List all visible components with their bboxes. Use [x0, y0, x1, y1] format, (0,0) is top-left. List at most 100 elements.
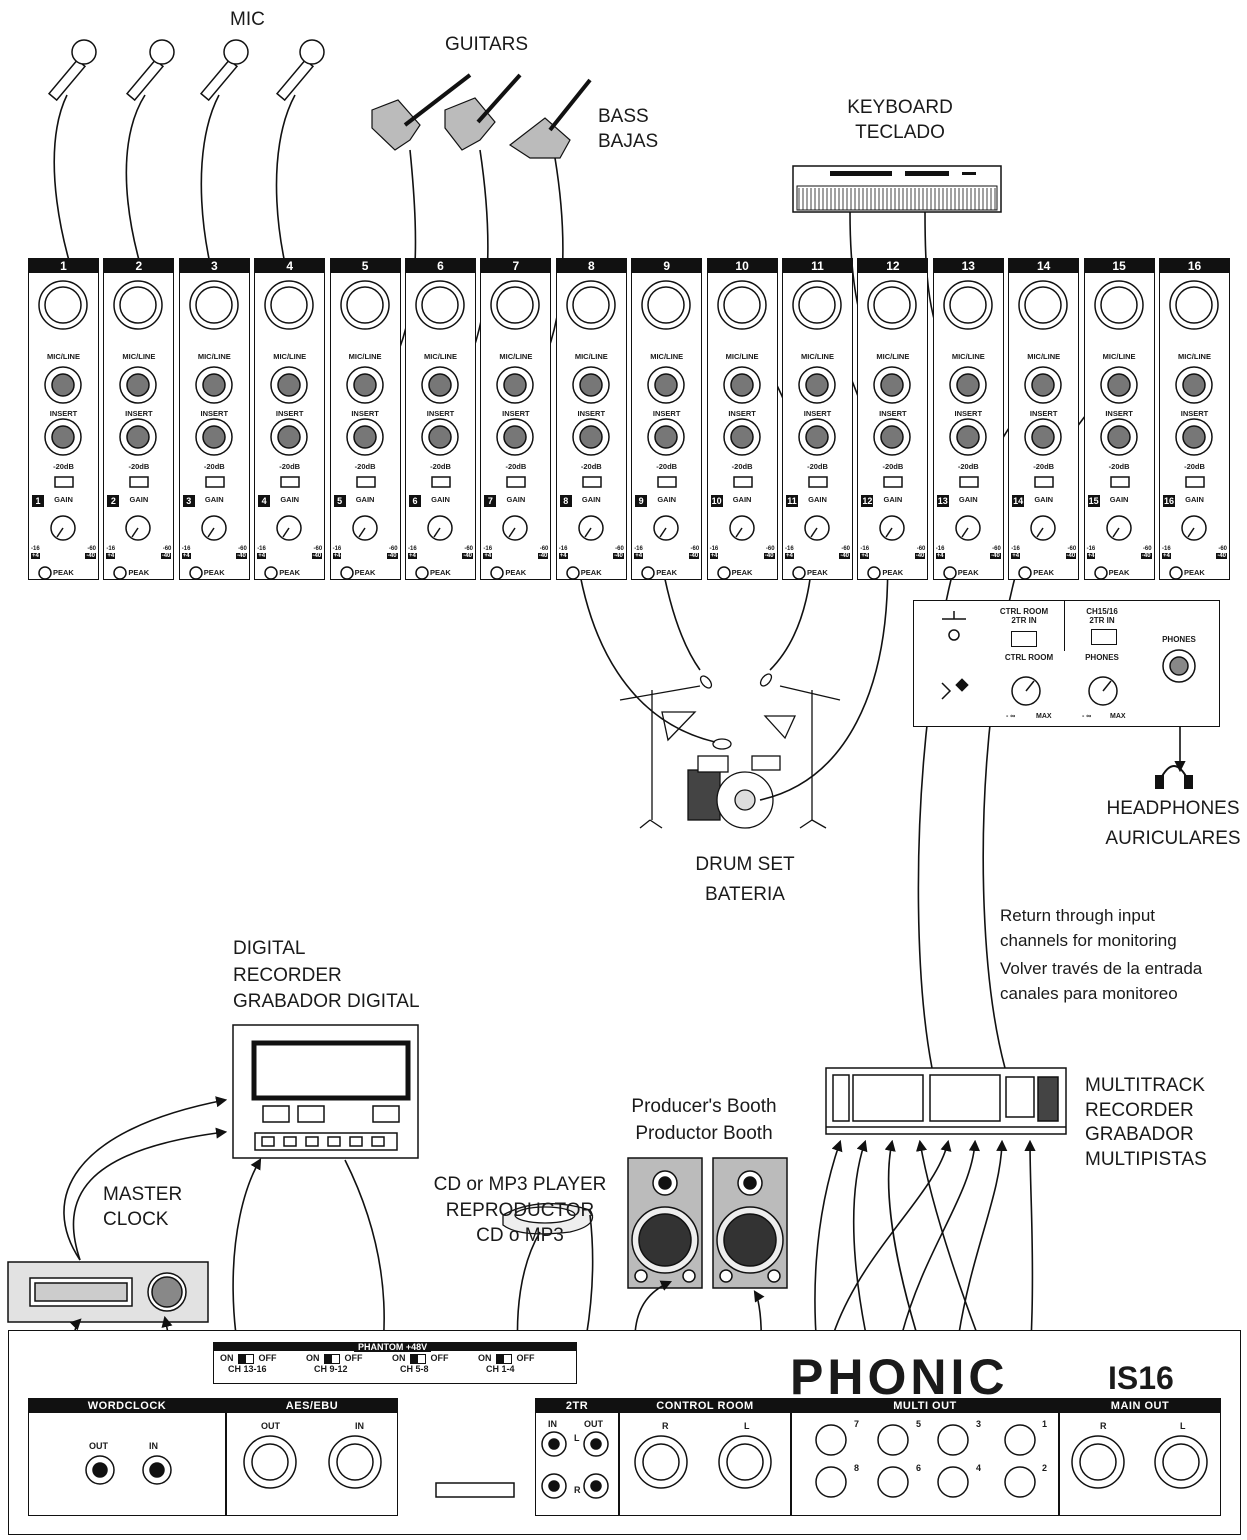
scale-right-label: -60 — [540, 546, 549, 552]
two-tr-l-label: L — [574, 1433, 580, 1443]
channel-strip-art — [632, 273, 700, 583]
scale-right-box: -40 — [161, 553, 172, 559]
pad-label: -20dB — [104, 462, 173, 471]
channel-strip: 5 MIC/LINE INSERT -20dB GAIN 5 -16 +4 -6… — [330, 258, 401, 580]
phantom-switch[interactable] — [324, 1354, 340, 1364]
control-room-r-label: R — [662, 1421, 669, 1431]
channel-strip-art — [180, 273, 248, 583]
scale-left-label: -16 — [483, 546, 492, 552]
peak-label: PEAK — [732, 568, 753, 577]
mic-line-label: MIC/LINE — [255, 352, 324, 361]
scale-right-box: -40 — [85, 553, 96, 559]
drum-set-label: DRUM SETBATERIA — [670, 850, 820, 911]
peak-label: PEAK — [1109, 568, 1130, 577]
channel-strip-art — [331, 273, 399, 583]
channel-strip: 12 MIC/LINE INSERT -20dB GAIN 12 -16 +4 … — [857, 258, 928, 580]
channel-number-badge: 15 — [1088, 495, 1100, 507]
phantom-switch[interactable] — [496, 1354, 512, 1364]
peak-label: PEAK — [656, 568, 677, 577]
scale-right-box: -40 — [689, 553, 700, 559]
insert-label: INSERT — [255, 409, 324, 418]
channel-strip-art — [1009, 273, 1077, 583]
insert-label: INSERT — [1160, 409, 1229, 418]
channel-strip-art — [29, 273, 97, 583]
channel-number: 6 — [406, 259, 475, 273]
wordclock-in-label: IN — [149, 1441, 158, 1451]
pad-label: -20dB — [1009, 462, 1078, 471]
channel-number-badge: 16 — [1163, 495, 1175, 507]
channel-strip: 13 MIC/LINE INSERT -20dB GAIN 13 -16 +4 … — [933, 258, 1004, 580]
scale-left-box: +4 — [257, 553, 266, 559]
keyboard-icon — [793, 166, 1001, 212]
phantom-switch[interactable] — [238, 1354, 254, 1364]
multi-out-number: 1 — [1042, 1419, 1047, 1429]
multitrack-recorder-icon — [826, 1068, 1066, 1134]
aes-in-label: IN — [355, 1421, 364, 1431]
channel-strip-art — [858, 273, 926, 583]
insert-label: INSERT — [481, 409, 550, 418]
channel-strip-art — [104, 273, 172, 583]
phantom-switch[interactable] — [410, 1354, 426, 1364]
main-out-section: MAIN OUT R L — [1059, 1398, 1221, 1516]
scale-right-label: -60 — [1143, 546, 1152, 552]
peak-label: PEAK — [53, 568, 74, 577]
insert-label: INSERT — [858, 409, 927, 418]
scale-right-label: -60 — [766, 546, 775, 552]
insert-label: INSERT — [180, 409, 249, 418]
main-out-header: MAIN OUT — [1060, 1399, 1220, 1413]
mic-line-label: MIC/LINE — [1009, 352, 1078, 361]
wordclock-out-label: OUT — [89, 1441, 108, 1451]
cable-line — [64, 1100, 225, 1260]
scale-left-label: -16 — [860, 546, 869, 552]
scale-right-label: -60 — [691, 546, 700, 552]
scale-left-label: -16 — [785, 546, 794, 552]
channel-strip: 6 MIC/LINE INSERT -20dB GAIN 6 -16 +4 -6… — [405, 258, 476, 580]
pad-label: -20dB — [783, 462, 852, 471]
channel-number-badge: 9 — [635, 495, 647, 507]
insert-label: INSERT — [557, 409, 626, 418]
pad-label: -20dB — [708, 462, 777, 471]
multi-out-number: 4 — [976, 1463, 981, 1473]
channel-number-badge: 5 — [334, 495, 346, 507]
scale-right-box: -40 — [312, 553, 323, 559]
mic-line-label: MIC/LINE — [406, 352, 475, 361]
microphone-icon-3 — [201, 40, 248, 100]
channel-strip: 2 MIC/LINE INSERT -20dB GAIN 2 -16 +4 -6… — [103, 258, 174, 580]
speaker-icon-right — [713, 1158, 787, 1288]
phantom-group: ON OFF CH 9-12 — [306, 1353, 386, 1374]
channel-strip: 10 MIC/LINE INSERT -20dB GAIN 10 -16 +4 … — [707, 258, 778, 580]
channel-number-badge: 4 — [258, 495, 270, 507]
scale-left-box: +4 — [634, 553, 643, 559]
scale-right-label: -60 — [1218, 546, 1227, 552]
scale-left-label: -16 — [408, 546, 417, 552]
aes-ebu-section: AES/EBU OUT IN — [226, 1398, 398, 1516]
channel-strip-art — [255, 273, 323, 583]
peak-label: PEAK — [505, 568, 526, 577]
phantom-group: ON OFF CH 5-8 — [392, 1353, 472, 1374]
scale-right-label: -60 — [314, 546, 323, 552]
channel-number: 11 — [783, 259, 852, 273]
scale-right-box: -40 — [236, 553, 247, 559]
scale-right-label: -60 — [389, 546, 398, 552]
scale-right-box: -40 — [613, 553, 624, 559]
multitrack-label: MULTITRACKRECORDER GRABADORMULTIPISTAS — [1085, 1074, 1207, 1173]
peak-label: PEAK — [430, 568, 451, 577]
scale-right-box: -40 — [1141, 553, 1152, 559]
producers-booth-label: Producer's BoothProductor Booth — [614, 1094, 794, 1147]
mic-line-label: MIC/LINE — [104, 352, 173, 361]
multi-out-number: 2 — [1042, 1463, 1047, 1473]
insert-label: INSERT — [1009, 409, 1078, 418]
microphone-icon-2 — [127, 40, 174, 100]
channel-number-badge: 7 — [484, 495, 496, 507]
channel-number: 16 — [1160, 259, 1229, 273]
multi-out-number: 8 — [854, 1463, 859, 1473]
channel-number-badge: 1 — [32, 495, 44, 507]
channel-strip-art — [934, 273, 1002, 583]
pad-label: -20dB — [1085, 462, 1154, 471]
channel-strip: 15 MIC/LINE INSERT -20dB GAIN 15 -16 +4 … — [1084, 258, 1155, 580]
mic-line-label: MIC/LINE — [783, 352, 852, 361]
scale-left-box: +4 — [483, 553, 492, 559]
channel-number: 10 — [708, 259, 777, 273]
scale-left-box: +4 — [182, 553, 191, 559]
guitars-label: GUITARS — [445, 33, 528, 58]
